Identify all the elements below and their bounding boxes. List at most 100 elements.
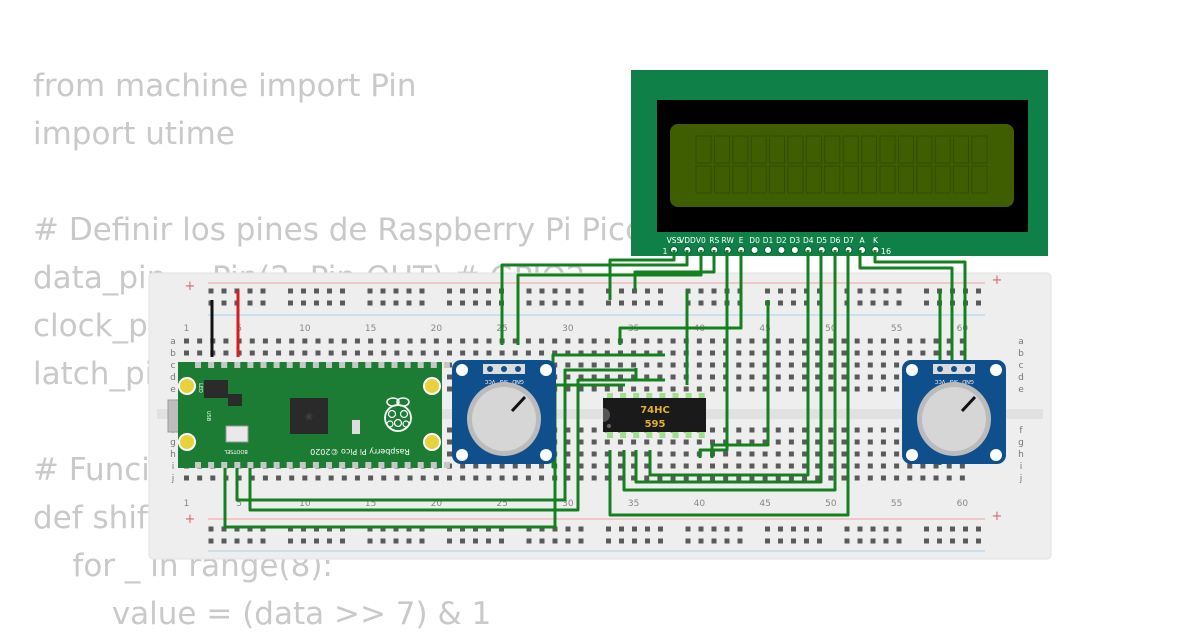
- power-rail-hole[interactable]: [817, 526, 822, 532]
- pico-pin-top[interactable]: [391, 362, 398, 368]
- power-rail-hole[interactable]: [606, 538, 611, 544]
- breadboard-hole[interactable]: [775, 350, 781, 356]
- breadboard-hole[interactable]: [696, 439, 702, 445]
- breadboard-hole[interactable]: [249, 350, 255, 356]
- breadboard-hole[interactable]: [894, 475, 900, 481]
- power-rail-hole[interactable]: [234, 538, 240, 544]
- breadboard-hole[interactable]: [775, 475, 781, 481]
- breadboard-hole[interactable]: [657, 362, 663, 368]
- breadboard-hole[interactable]: [736, 374, 742, 380]
- power-rail-hole[interactable]: [924, 538, 929, 544]
- breadboard-hole[interactable]: [447, 427, 452, 433]
- breadboard-hole[interactable]: [841, 427, 847, 433]
- power-rail-hole[interactable]: [473, 288, 478, 294]
- power-rail-hole[interactable]: [950, 538, 955, 544]
- breadboard-hole[interactable]: [262, 338, 268, 344]
- breadboard-hole[interactable]: [486, 463, 492, 469]
- power-rail-hole[interactable]: [367, 526, 373, 532]
- breadboard-hole[interactable]: [591, 463, 597, 469]
- breadboard-hole[interactable]: [933, 350, 939, 356]
- pico-pin-top[interactable]: [221, 362, 228, 368]
- power-rail-hole[interactable]: [565, 538, 571, 544]
- breadboard-hole[interactable]: [565, 386, 571, 392]
- breadboard-hole[interactable]: [762, 451, 768, 457]
- breadboard-hole[interactable]: [762, 475, 768, 481]
- breadboard-hole[interactable]: [617, 439, 623, 445]
- breadboard-hole[interactable]: [354, 475, 360, 481]
- power-rail-hole[interactable]: [658, 300, 663, 306]
- breadboard-hole[interactable]: [289, 475, 295, 481]
- breadboard-hole[interactable]: [460, 350, 466, 356]
- breadboard-hole[interactable]: [236, 475, 242, 481]
- breadboard-hole[interactable]: [433, 338, 439, 344]
- breadboard-hole[interactable]: [959, 350, 965, 356]
- pico-pin-top[interactable]: [273, 362, 280, 368]
- power-rail-hole[interactable]: [632, 300, 637, 306]
- power-rail-hole[interactable]: [976, 526, 981, 532]
- power-rail-hole[interactable]: [883, 526, 889, 532]
- breadboard-hole[interactable]: [197, 350, 203, 356]
- power-rail-hole[interactable]: [976, 288, 981, 294]
- breadboard-hole[interactable]: [841, 386, 847, 392]
- power-rail-hole[interactable]: [857, 300, 863, 306]
- power-rail-hole[interactable]: [619, 526, 624, 532]
- breadboard-hole[interactable]: [802, 338, 808, 344]
- breadboard-hole[interactable]: [696, 338, 702, 344]
- power-rail-hole[interactable]: [791, 300, 796, 306]
- power-rail-hole[interactable]: [486, 288, 491, 294]
- breadboard-hole[interactable]: [197, 475, 203, 481]
- breadboard-hole[interactable]: [775, 362, 781, 368]
- breadboard-hole[interactable]: [907, 475, 913, 481]
- breadboard-hole[interactable]: [512, 475, 518, 481]
- breadboard-hole[interactable]: [657, 386, 663, 392]
- power-rail-hole[interactable]: [367, 300, 373, 306]
- pico-pin-bottom[interactable]: [391, 462, 398, 468]
- breadboard-hole[interactable]: [894, 439, 900, 445]
- pico-pin-bottom[interactable]: [299, 462, 306, 468]
- breadboard-hole[interactable]: [880, 451, 886, 457]
- power-rail-hole[interactable]: [340, 538, 345, 544]
- breadboard-hole[interactable]: [894, 362, 900, 368]
- breadboard-hole[interactable]: [381, 475, 387, 481]
- breadboard-hole[interactable]: [894, 350, 900, 356]
- breadboard-hole[interactable]: [604, 386, 610, 392]
- breadboard-hole[interactable]: [959, 338, 965, 344]
- breadboard-hole[interactable]: [828, 362, 834, 368]
- breadboard-hole[interactable]: [894, 338, 900, 344]
- power-rail-hole[interactable]: [578, 288, 584, 294]
- power-rail-hole[interactable]: [896, 526, 902, 532]
- breadboard-hole[interactable]: [644, 338, 650, 344]
- power-rail-hole[interactable]: [221, 300, 227, 306]
- breadboard-hole[interactable]: [788, 338, 794, 344]
- breadboard-hole[interactable]: [525, 475, 531, 481]
- power-rail-hole[interactable]: [685, 538, 691, 544]
- breadboard-hole[interactable]: [710, 439, 715, 445]
- breadboard-hole[interactable]: [867, 427, 873, 433]
- power-rail-hole[interactable]: [724, 526, 730, 532]
- breadboard-hole[interactable]: [841, 362, 847, 368]
- breadboard-hole[interactable]: [788, 439, 794, 445]
- power-rail-hole[interactable]: [778, 526, 783, 532]
- breadboard-hole[interactable]: [552, 350, 558, 356]
- breadboard-hole[interactable]: [447, 451, 452, 457]
- pico-pin-top[interactable]: [339, 362, 346, 368]
- breadboard-hole[interactable]: [920, 475, 926, 481]
- power-rail-hole[interactable]: [260, 300, 266, 306]
- breadboard-hole[interactable]: [828, 350, 834, 356]
- breadboard-hole[interactable]: [907, 463, 913, 469]
- breadboard-hole[interactable]: [670, 386, 676, 392]
- breadboard-hole[interactable]: [749, 463, 755, 469]
- power-rail-hole[interactable]: [314, 288, 319, 294]
- breadboard-hole[interactable]: [486, 338, 492, 344]
- power-rail-hole[interactable]: [963, 538, 968, 544]
- breadboard-hole[interactable]: [762, 386, 768, 392]
- breadboard-hole[interactable]: [867, 475, 873, 481]
- breadboard-hole[interactable]: [736, 338, 742, 344]
- lcd-pin[interactable]: [750, 246, 759, 254]
- power-rail-hole[interactable]: [804, 526, 809, 532]
- breadboard-hole[interactable]: [775, 451, 781, 457]
- power-rail-hole[interactable]: [578, 526, 584, 532]
- power-rail-hole[interactable]: [619, 300, 624, 306]
- breadboard-hole[interactable]: [486, 475, 492, 481]
- power-rail-hole[interactable]: [711, 538, 717, 544]
